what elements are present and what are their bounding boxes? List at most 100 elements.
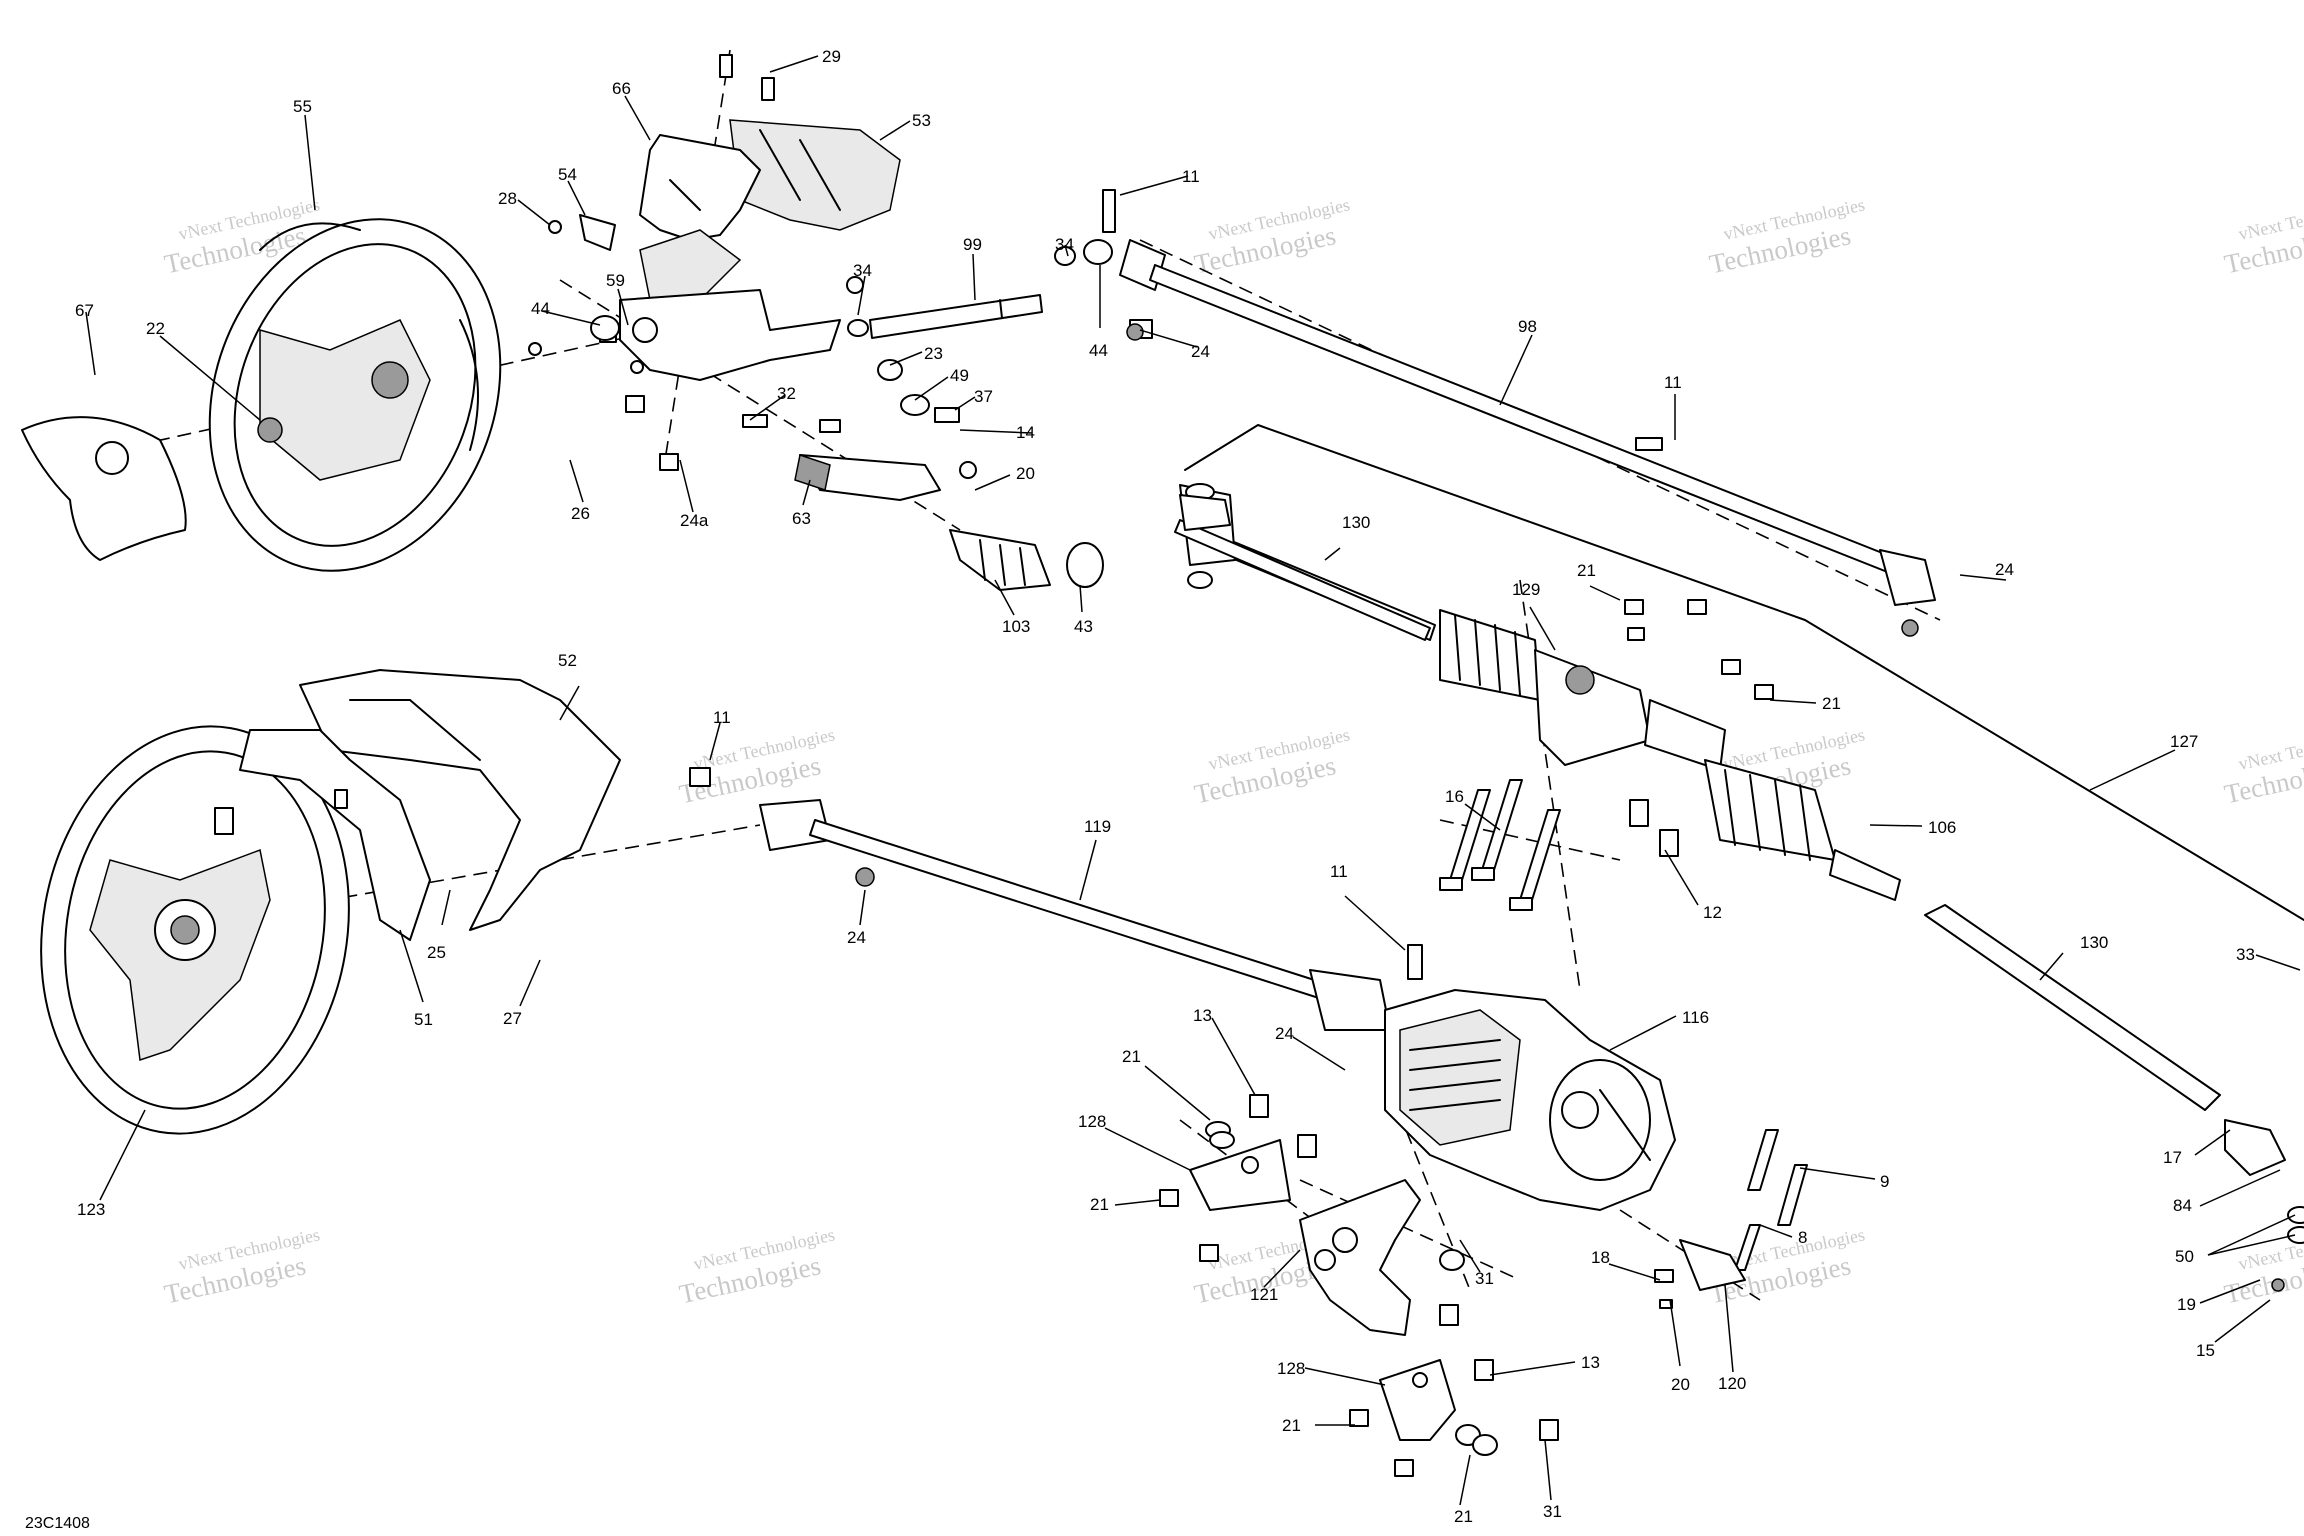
callout-label: 21 — [1282, 1416, 1301, 1435]
callout-label: 63 — [792, 509, 811, 528]
mount-bracket-121 — [1299, 1179, 1421, 1336]
callout-label: 20 — [1671, 1375, 1690, 1394]
callout-label: 127 — [2170, 732, 2198, 751]
torsion-shaft — [869, 294, 1043, 339]
callout-labels: 55 66 29 53 28 54 67 22 59 44 26 24a 32 … — [75, 47, 2255, 1526]
callout-label: 103 — [1002, 617, 1030, 636]
callout-label: 21 — [1122, 1047, 1141, 1066]
horn-cover — [21, 416, 187, 561]
callout-label: 11 — [1330, 862, 1348, 881]
callout-label: 34 — [853, 261, 872, 280]
callout-label: 24 — [1275, 1024, 1294, 1043]
callout-label: 29 — [822, 47, 841, 66]
callout-label: 14 — [1016, 423, 1035, 442]
callout-label: 44 — [531, 299, 550, 318]
callout-label: 28 — [498, 189, 517, 208]
callout-label: 84 — [2173, 1196, 2192, 1215]
callout-label: 8 — [1798, 1228, 1807, 1247]
support-frame — [639, 134, 761, 301]
callout-label: 26 — [571, 504, 590, 523]
callout-label: 99 — [963, 235, 982, 254]
callout-label: 21 — [1822, 694, 1841, 713]
rack-mount-hardware — [1654, 1129, 1808, 1309]
callout-label: 51 — [414, 1010, 433, 1029]
callout-label: 27 — [503, 1009, 522, 1028]
callout-label: 31 — [1475, 1269, 1494, 1288]
callout-label: 25 — [427, 943, 446, 962]
position-sensor — [794, 454, 941, 501]
intermediate-shaft-upper — [1119, 239, 1936, 637]
callout-label: 21 — [1577, 561, 1596, 580]
callout-label: 33 — [2236, 945, 2255, 964]
rack-long-bolts — [1439, 779, 1561, 911]
callout-label: 17 — [2163, 1148, 2182, 1167]
callout-label: 32 — [777, 384, 796, 403]
callout-label: 11 — [1182, 167, 1200, 186]
steering-column-cover — [729, 119, 901, 231]
callout-label: 37 — [974, 387, 993, 406]
steering-cover-shroud — [214, 669, 621, 941]
callout-label: 98 — [1518, 317, 1537, 336]
callout-label: 11 — [713, 708, 731, 727]
callout-label: 49 — [950, 366, 969, 385]
callout-label: 116 — [1682, 1008, 1709, 1027]
callout-label: 43 — [1074, 617, 1093, 636]
callout-label: 31 — [1543, 1502, 1562, 1521]
steering-nut — [257, 417, 283, 443]
steering-wheel-upper — [208, 218, 502, 572]
small-bracket — [579, 214, 616, 251]
callout-label: 128 — [1078, 1112, 1106, 1131]
callout-label: 59 — [606, 271, 625, 290]
callout-label: 55 — [293, 97, 312, 116]
callout-label: 66 — [612, 79, 631, 98]
callout-label: 67 — [75, 301, 94, 320]
callout-label: 11 — [1664, 373, 1682, 392]
mount-bracket-128-upper — [1189, 1139, 1291, 1211]
callout-label: 123 — [77, 1200, 105, 1219]
callout-label: 22 — [146, 319, 165, 338]
callout-label: 23 — [924, 344, 943, 363]
callout-label: 20 — [1016, 464, 1035, 483]
tilt-bracket — [619, 289, 841, 381]
callout-label: 24a — [680, 511, 709, 530]
callout-label: 24 — [1995, 560, 2014, 579]
callout-label: 54 — [558, 165, 577, 184]
callout-label: 21 — [1454, 1507, 1473, 1526]
reference-line — [1184, 424, 2304, 921]
callout-label: 24 — [1191, 342, 1210, 361]
lower-hardware — [1159, 1094, 1559, 1477]
callout-label: 24 — [847, 928, 866, 947]
callout-label: 15 — [2196, 1341, 2215, 1360]
callout-label: 19 — [2177, 1295, 2196, 1314]
rack-nuts — [1624, 599, 1774, 857]
callout-label: 119 — [1084, 817, 1111, 836]
callout-label: 106 — [1928, 818, 1956, 837]
callout-label: 21 — [1090, 1195, 1109, 1214]
bolt — [1407, 944, 1423, 980]
callout-label: 12 — [1703, 903, 1722, 922]
power-steering-unit — [1384, 989, 1676, 1211]
mount-bracket-128-lower — [1379, 1359, 1456, 1441]
tie-rod-end-right — [2224, 1119, 2304, 1292]
callout-label: 50 — [2175, 1247, 2194, 1266]
callout-label: 9 — [1880, 1172, 1889, 1191]
callout-label: 53 — [912, 111, 931, 130]
callout-label: 18 — [1591, 1248, 1610, 1267]
callout-label: 34 — [1055, 235, 1074, 254]
boot-clamp — [1066, 542, 1104, 588]
callout-label: 128 — [1277, 1359, 1305, 1378]
callout-label: 16 — [1445, 787, 1464, 806]
callout-label: 44 — [1089, 341, 1108, 360]
drawing-code: 23C1408 — [25, 1515, 90, 1532]
callout-label: 120 — [1718, 1374, 1746, 1393]
leader-lines — [85, 55, 2301, 1506]
callout-label: 130 — [1342, 513, 1370, 532]
callout-label: 13 — [1193, 1006, 1212, 1025]
rubber-boot — [949, 529, 1051, 591]
tie-rod-upper — [1174, 494, 1431, 641]
tie-rod-lower — [1924, 904, 2221, 1111]
callout-label: 130 — [2080, 933, 2108, 952]
steering-wheel-lower — [40, 725, 350, 1135]
collars-top — [590, 239, 1113, 479]
